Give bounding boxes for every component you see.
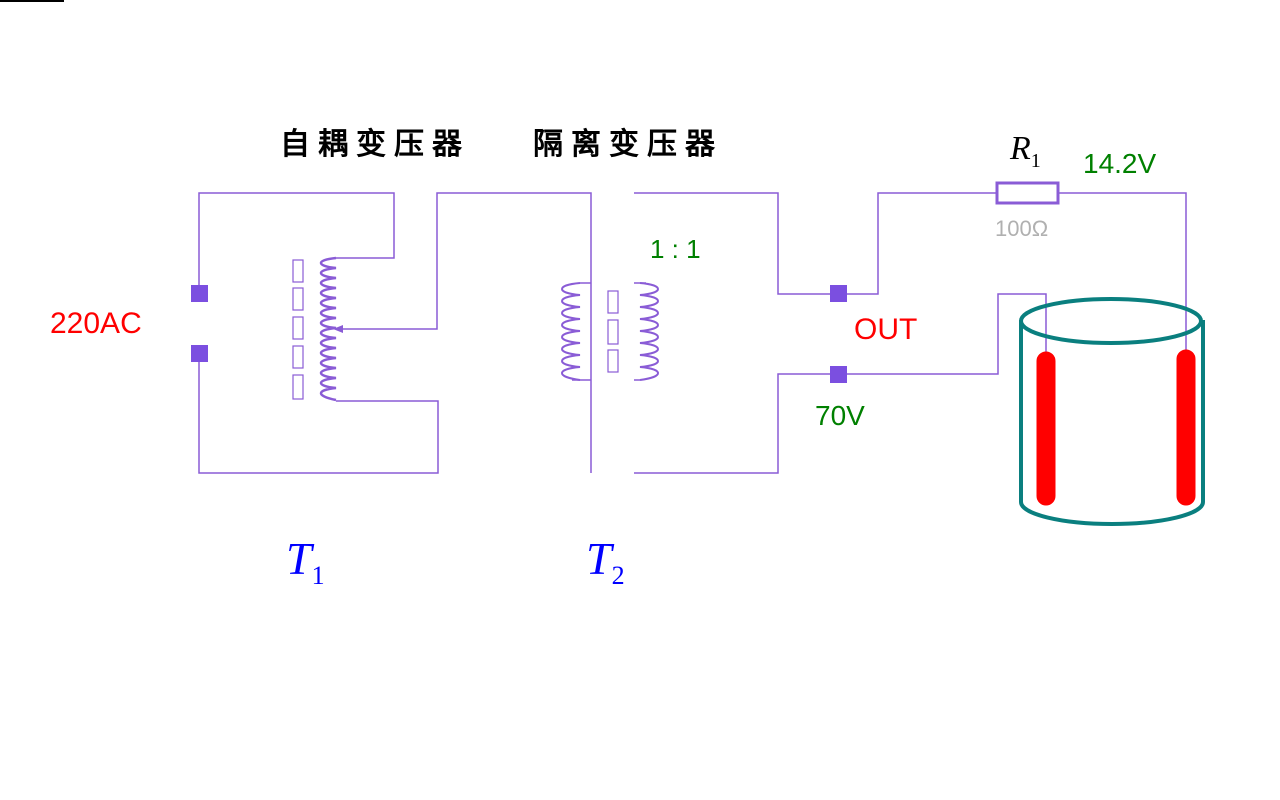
output-voltage-label: 70V [815,400,865,431]
wire-t1-wiper [341,192,592,473]
electrolytic-container [1019,297,1205,526]
output-terminal-top [830,285,847,302]
input-terminal-top [191,285,208,302]
isolation-transformer-title: 隔离变压器 [533,127,723,162]
t1-symbol-subscript: 1 [311,561,325,590]
input-voltage-label: 220AC [50,307,142,340]
wire-to-resistor [838,192,997,295]
resistor-voltage-label: 14.2V [1083,148,1157,179]
resistor-value-label: 100Ω [995,216,1049,241]
t1-wiper-arrow [333,325,343,333]
transformer-ratio-label: 1 : 1 [650,234,701,264]
wire-t1-input-loop [198,192,439,474]
t2-primary-coil [561,282,581,381]
t2-core [607,290,619,373]
resistor-symbol: R1 [1010,130,1041,173]
t1-symbol: T1 [286,532,325,591]
t2-symbol: T2 [586,532,625,591]
resistor-symbol-letter: R [1010,130,1031,167]
autotransformer-title: 自耦变压器 [280,127,470,162]
output-terminal-bottom [830,366,847,383]
corner-mark [0,0,64,2]
wire-t2-secondary [634,192,838,474]
t1-symbol-letter: T [286,533,312,584]
wire-resistor-to-electrode [1059,192,1187,355]
electrode-right [1176,349,1196,506]
output-label: OUT [854,313,918,346]
resistor-symbol-subscript: 1 [1030,150,1041,172]
t2-secondary-coil [639,282,659,381]
input-terminal-bottom [191,345,208,362]
t2-symbol-subscript: 2 [611,561,625,590]
electrode-left [1036,351,1056,506]
wire-out-to-electrode [838,293,1047,375]
t2-symbol-letter: T [586,533,612,584]
t1-core [292,259,304,400]
resistor-r1 [995,181,1060,205]
